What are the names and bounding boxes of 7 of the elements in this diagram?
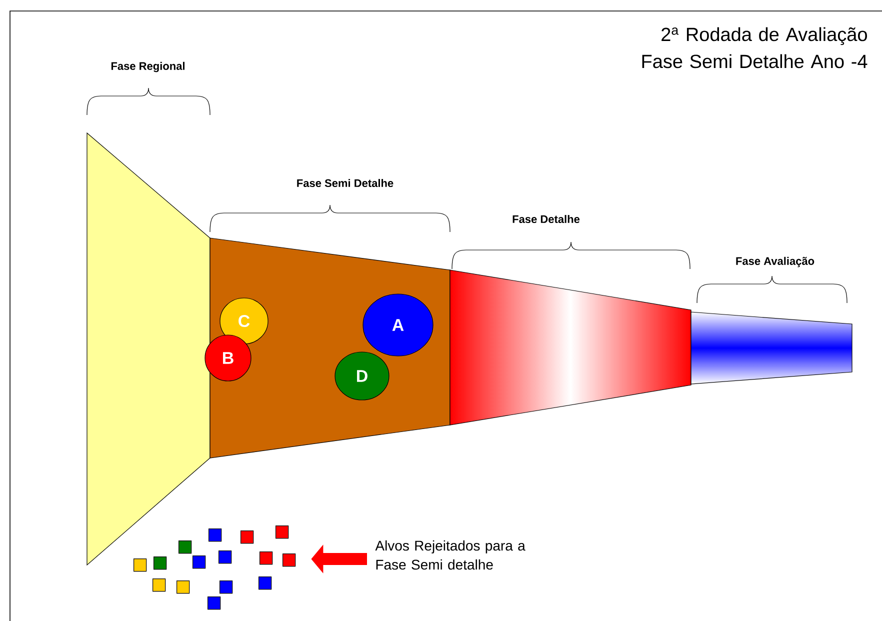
title: 2$^{a}$ Rodada de Avaliação Fase Semi Detalhe Ano -4 [642, 27, 868, 68]
phase-heading: Fase Semi Detalhe [297, 178, 394, 188]
phase-heading: Fase Detalhe [512, 214, 580, 224]
rejected-targets-drawing [134, 526, 296, 610]
phase-heading: Fase Avaliação [736, 256, 814, 268]
phase-heading: Fase Regional [111, 62, 184, 72]
note-text: Alvos Rejeitados para a Fase Semi detalhe [375, 540, 526, 570]
